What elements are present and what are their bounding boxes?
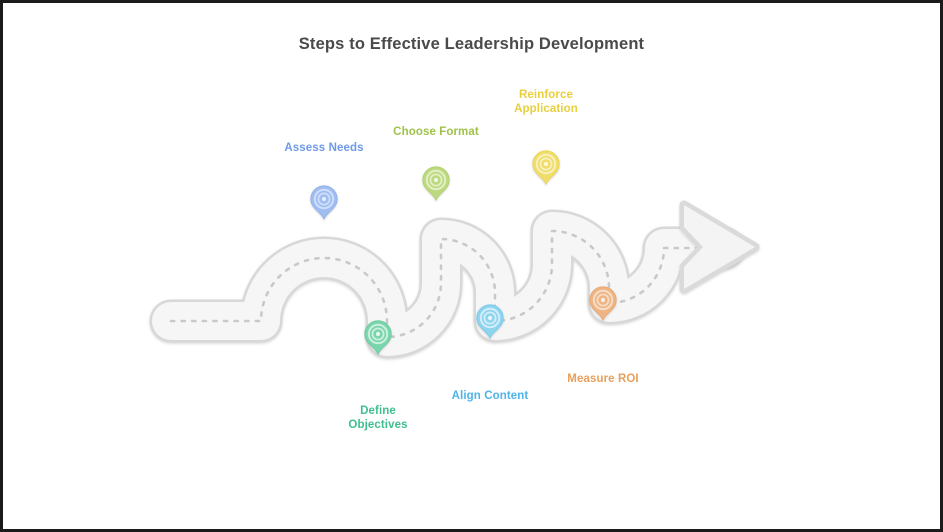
- step-pin-reinforce-application[interactable]: [532, 150, 560, 186]
- page-title: Steps to Effective Leadership Developmen…: [298, 35, 645, 53]
- step-label-align-content: Align Content: [451, 390, 529, 402]
- step-pin-define-objectives[interactable]: [364, 320, 392, 356]
- step-label-define-objectives: Define Objectives: [348, 405, 408, 431]
- step-pin-measure-roi[interactable]: [589, 286, 617, 322]
- road-path: [149, 209, 746, 359]
- step-label-choose-format: Choose Format: [393, 126, 479, 138]
- step-label-reinforce-application: Reinforce Application: [514, 89, 578, 115]
- step-label-measure-roi: Measure ROI: [567, 373, 639, 385]
- roadmap-graphic: [149, 150, 760, 359]
- step-pin-assess-needs[interactable]: [310, 185, 338, 221]
- diagram-canvas: Steps to Effective Leadership Developmen…: [3, 3, 940, 529]
- step-pin-align-content[interactable]: [476, 304, 504, 340]
- step-pin-choose-format[interactable]: [422, 166, 450, 202]
- arrow-head-icon: [679, 200, 760, 294]
- step-label-assess-needs: Assess Needs: [284, 142, 364, 154]
